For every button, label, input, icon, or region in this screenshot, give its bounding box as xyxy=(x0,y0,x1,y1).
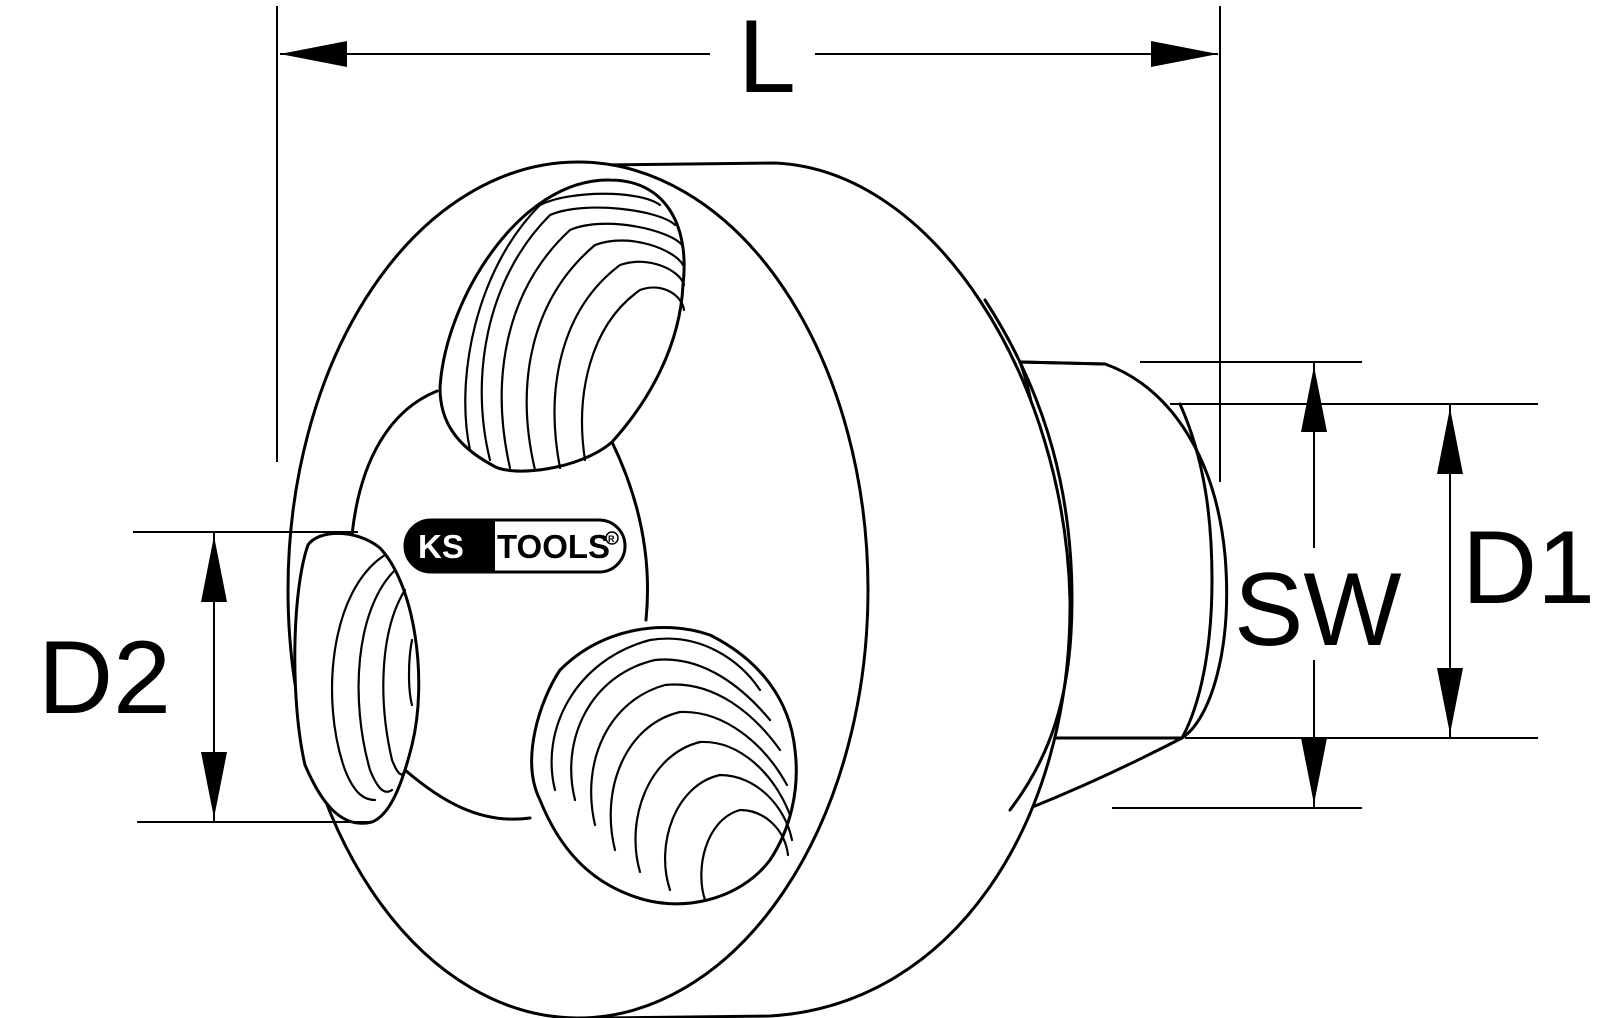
arrow-up-icon xyxy=(1437,408,1463,474)
svg-text:R: R xyxy=(608,534,615,544)
arrow-down-icon xyxy=(201,752,227,818)
dimension-l-label: L xyxy=(738,0,796,115)
dimension-d2-label: D2 xyxy=(38,620,171,736)
arrow-right-icon xyxy=(1151,41,1218,67)
dimension-d1: D1 xyxy=(1170,403,1595,739)
dimension-d1-label: D1 xyxy=(1462,510,1595,626)
dimension-d2: D2 xyxy=(38,531,372,823)
arrow-up-icon xyxy=(1301,366,1327,432)
dimension-l: L xyxy=(276,0,1221,482)
ks-tools-logo: KS TOOLS R xyxy=(403,518,627,574)
socket-body xyxy=(286,160,1229,1018)
dimension-sw: SW xyxy=(1112,361,1402,809)
arrow-left-icon xyxy=(280,41,347,67)
dimension-sw-label: SW xyxy=(1234,552,1402,668)
logo-ks-text: KS xyxy=(418,528,464,565)
logo-tools-text: TOOLS xyxy=(497,528,610,565)
registered-icon: R xyxy=(605,531,619,545)
arrow-down-icon xyxy=(1301,738,1327,804)
arrow-up-icon xyxy=(201,536,227,602)
arrow-down-icon xyxy=(1437,668,1463,734)
